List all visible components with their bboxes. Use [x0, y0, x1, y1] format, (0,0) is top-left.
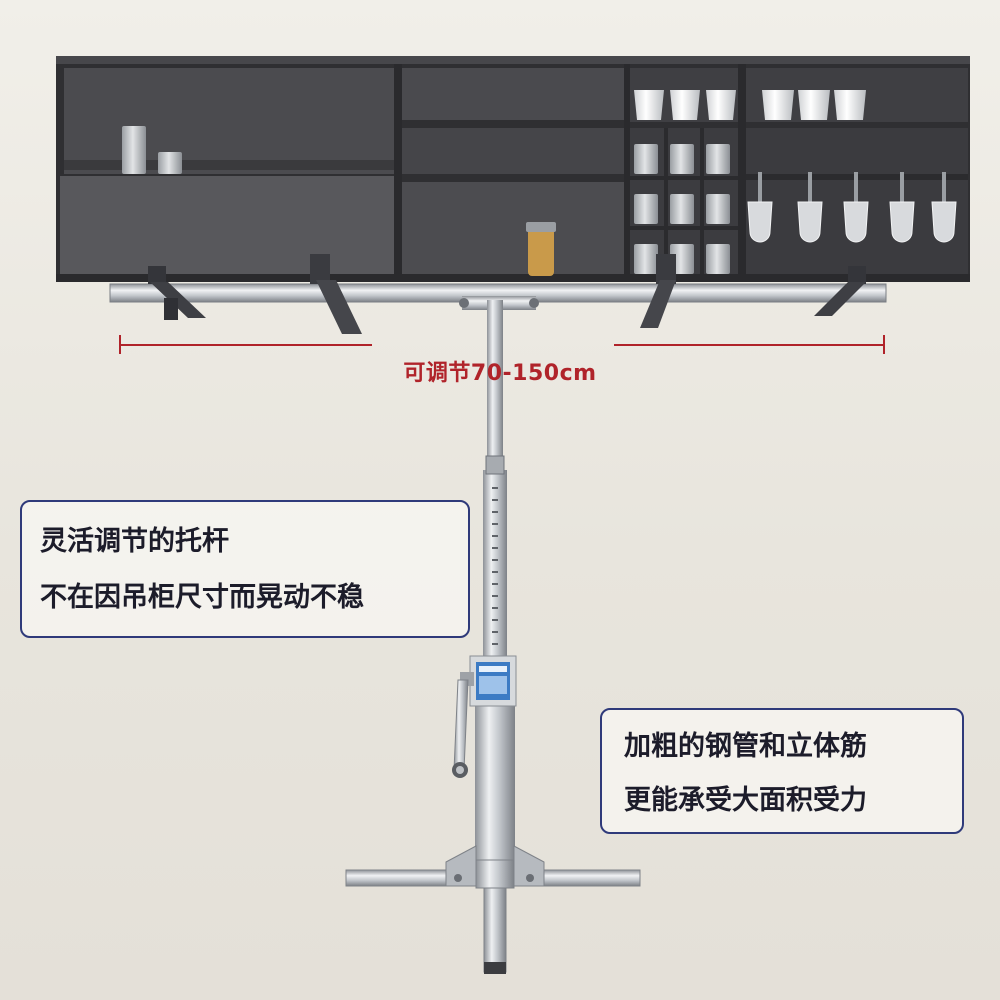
callout-right-line2: 更能承受大面积受力 — [624, 785, 867, 816]
dimension-label: 可调节70-150cm — [403, 361, 597, 386]
crank-handle-icon — [452, 672, 474, 778]
cup-icon — [634, 90, 866, 120]
support-arm — [148, 266, 206, 320]
callout-left-line1: 灵活调节的托杆 — [40, 526, 229, 557]
callout-reinforced-tube: 加粗的钢管和立体筋 更能承受大面积受力 — [600, 708, 964, 834]
support-arm — [640, 254, 676, 328]
dimension-indicator — [119, 335, 885, 354]
support-arm — [814, 266, 866, 316]
callout-right-line1: 加粗的钢管和立体筋 — [624, 731, 867, 762]
tripod-base-icon — [345, 845, 641, 974]
telescoping-post — [469, 300, 517, 880]
cabinet-image — [56, 56, 970, 282]
callout-adjustable-arm: 灵活调节的托杆 不在因吊柜尺寸而晃动不稳 — [20, 500, 470, 638]
callout-left-line2: 不在因吊柜尺寸而晃动不稳 — [40, 582, 364, 613]
canister-icon — [634, 144, 730, 274]
wine-glass-icon — [747, 172, 957, 243]
support-arm — [310, 254, 362, 334]
support-crossbar — [109, 254, 887, 334]
